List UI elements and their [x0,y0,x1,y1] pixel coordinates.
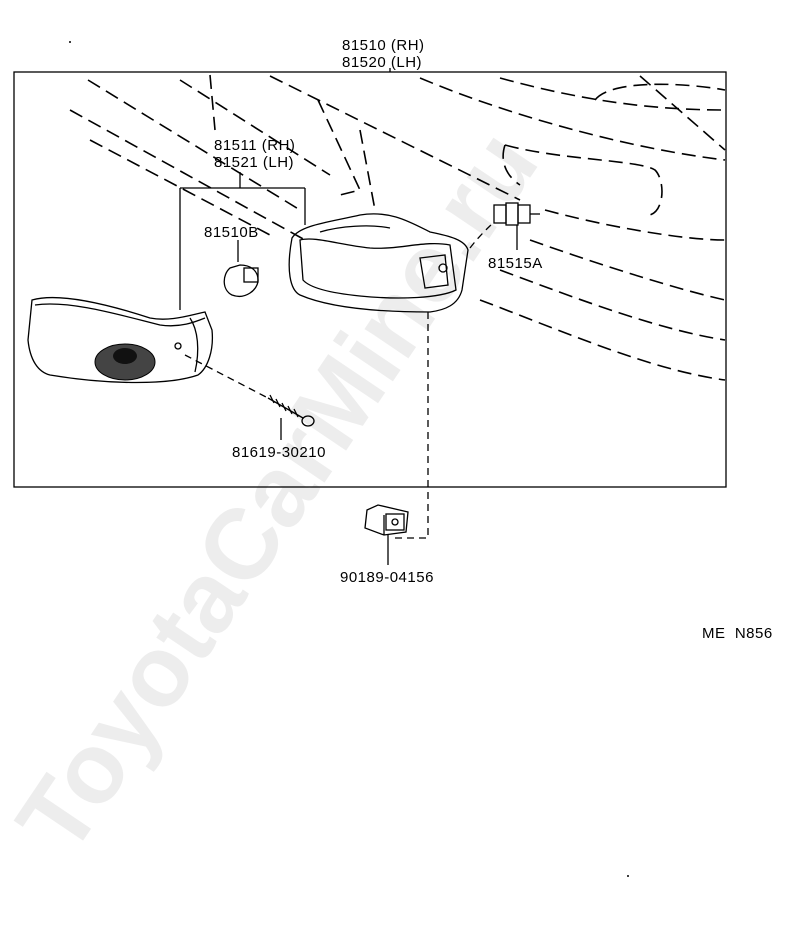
clip-nut-icon [364,312,429,565]
part-label-lens-lh: 81521 (LH) [214,154,294,171]
bulb-icon [223,240,259,297]
assembly-frame [13,71,727,488]
part-label-lamp-rh: 81510 (RH) [342,37,425,54]
screw-icon [184,354,315,440]
lens-label-bracket [179,172,306,310]
part-label-lens-rh: 81511 (RH) [214,137,295,154]
side-marker-lens [27,296,214,384]
part-label-bulb: 81510B [204,224,259,241]
part-label-lamp-lh: 81520 (LH) [342,54,422,71]
part-label-nut: 90189-04156 [340,569,434,586]
reference-code: ME N856 [702,625,773,642]
part-label-screw: 81619-30210 [232,444,326,461]
socket-icon [469,202,540,250]
part-label-socket: 81515A [488,255,543,272]
lamp-housing [288,213,469,313]
vehicle-body-outline [69,74,726,381]
